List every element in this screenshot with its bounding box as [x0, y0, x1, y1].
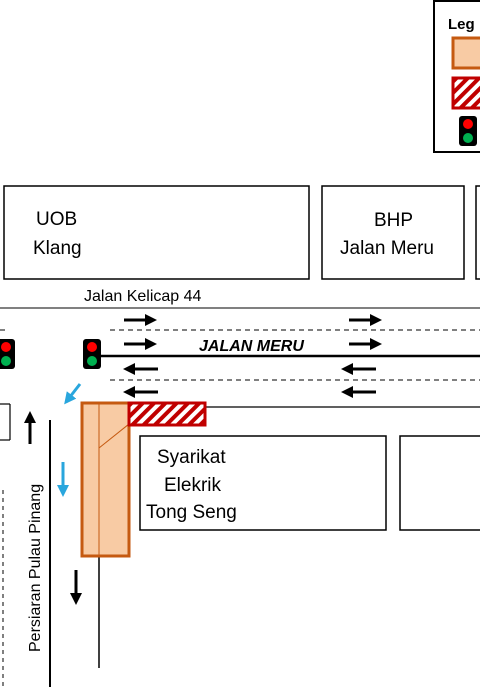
building-uob-line1: UOB [36, 209, 77, 230]
building-tong-seng-line1: Syarikat [157, 447, 226, 468]
traffic-light-icon [0, 339, 15, 369]
legend-hatch-swatch [451, 76, 480, 110]
persiaran-road [0, 403, 100, 687]
road-label-jalan-kelicap: Jalan Kelicap 44 [84, 288, 202, 305]
building-bhp-line1: BHP [374, 210, 413, 231]
turn-arrow-icon [64, 383, 82, 405]
legend-work-zone-swatch [451, 36, 480, 70]
traffic-light-icon [83, 339, 101, 369]
building-bhp: BHP Jalan Meru [321, 185, 465, 280]
hatched-closure [127, 401, 207, 427]
building-tong-seng: Syarikat Elekrik Tong Seng [139, 435, 387, 531]
road-label-jalan-meru: JALAN MERU [199, 338, 304, 355]
building-bhp-line2: Jalan Meru [340, 238, 434, 259]
building-uob-line2: Klang [33, 238, 82, 259]
building-partial-right [475, 185, 480, 280]
traffic-light-icon [459, 116, 477, 146]
legend: Leg [433, 0, 480, 153]
building-partial-lower-right [399, 435, 480, 531]
legend-title: Leg [448, 16, 475, 33]
building-tong-seng-line3: Tong Seng [146, 502, 237, 523]
work-zone [80, 401, 131, 558]
building-uob: UOB Klang [3, 185, 310, 280]
building-tong-seng-line2: Elekrik [164, 475, 222, 496]
road-label-persiaran: Persiaran Pulau Pinang [27, 484, 44, 652]
